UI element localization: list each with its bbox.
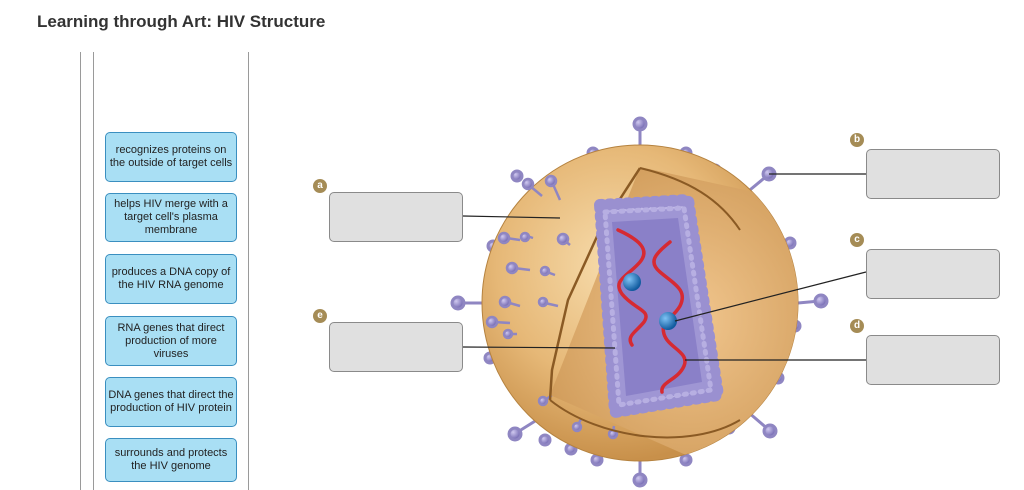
target-marker-e: e	[313, 309, 327, 323]
label-chip-text: DNA genes that direct the production of …	[108, 389, 234, 414]
label-chip-text: produces a DNA copy of the HIV RNA genom…	[111, 266, 231, 291]
target-marker-d: d	[850, 319, 864, 333]
drop-target-a[interactable]	[329, 192, 463, 242]
label-chip[interactable]: helps HIV merge with a target cell's pla…	[105, 193, 237, 242]
enzyme-particle	[659, 312, 677, 330]
envelope-cut-edge	[549, 399, 741, 439]
label-bank-rail-inner	[93, 52, 94, 490]
drop-target-e[interactable]	[329, 322, 463, 372]
label-chip-text: surrounds and protects the HIV genome	[114, 447, 228, 472]
label-chip[interactable]: surrounds and protects the HIV genome	[105, 438, 237, 482]
drop-target-d[interactable]	[866, 335, 1000, 385]
label-chip[interactable]: DNA genes that direct the production of …	[105, 377, 237, 427]
label-chip-text: helps HIV merge with a target cell's pla…	[114, 198, 228, 236]
drop-target-c[interactable]	[866, 249, 1000, 299]
drop-target-b[interactable]	[866, 149, 1000, 199]
target-marker-c: c	[850, 233, 864, 247]
envelope-cut-edge	[639, 167, 741, 231]
label-chip[interactable]: recognizes proteins on the outside of ta…	[105, 132, 237, 182]
label-chip[interactable]: produces a DNA copy of the HIV RNA genom…	[105, 254, 237, 304]
leader-lines	[462, 173, 867, 361]
enzyme-particle	[623, 273, 641, 291]
target-marker-a: a	[313, 179, 327, 193]
target-marker-b: b	[850, 133, 864, 147]
label-bank-rail-left	[80, 52, 81, 490]
label-chip-text: recognizes proteins on the outside of ta…	[109, 144, 233, 169]
label-chip-text: RNA genes that direct production of more…	[117, 321, 225, 360]
label-chip[interactable]: RNA genes that direct production of more…	[105, 316, 237, 366]
page-title: Learning through Art: HIV Structure	[37, 12, 326, 31]
label-bank-rail-right	[248, 52, 249, 490]
